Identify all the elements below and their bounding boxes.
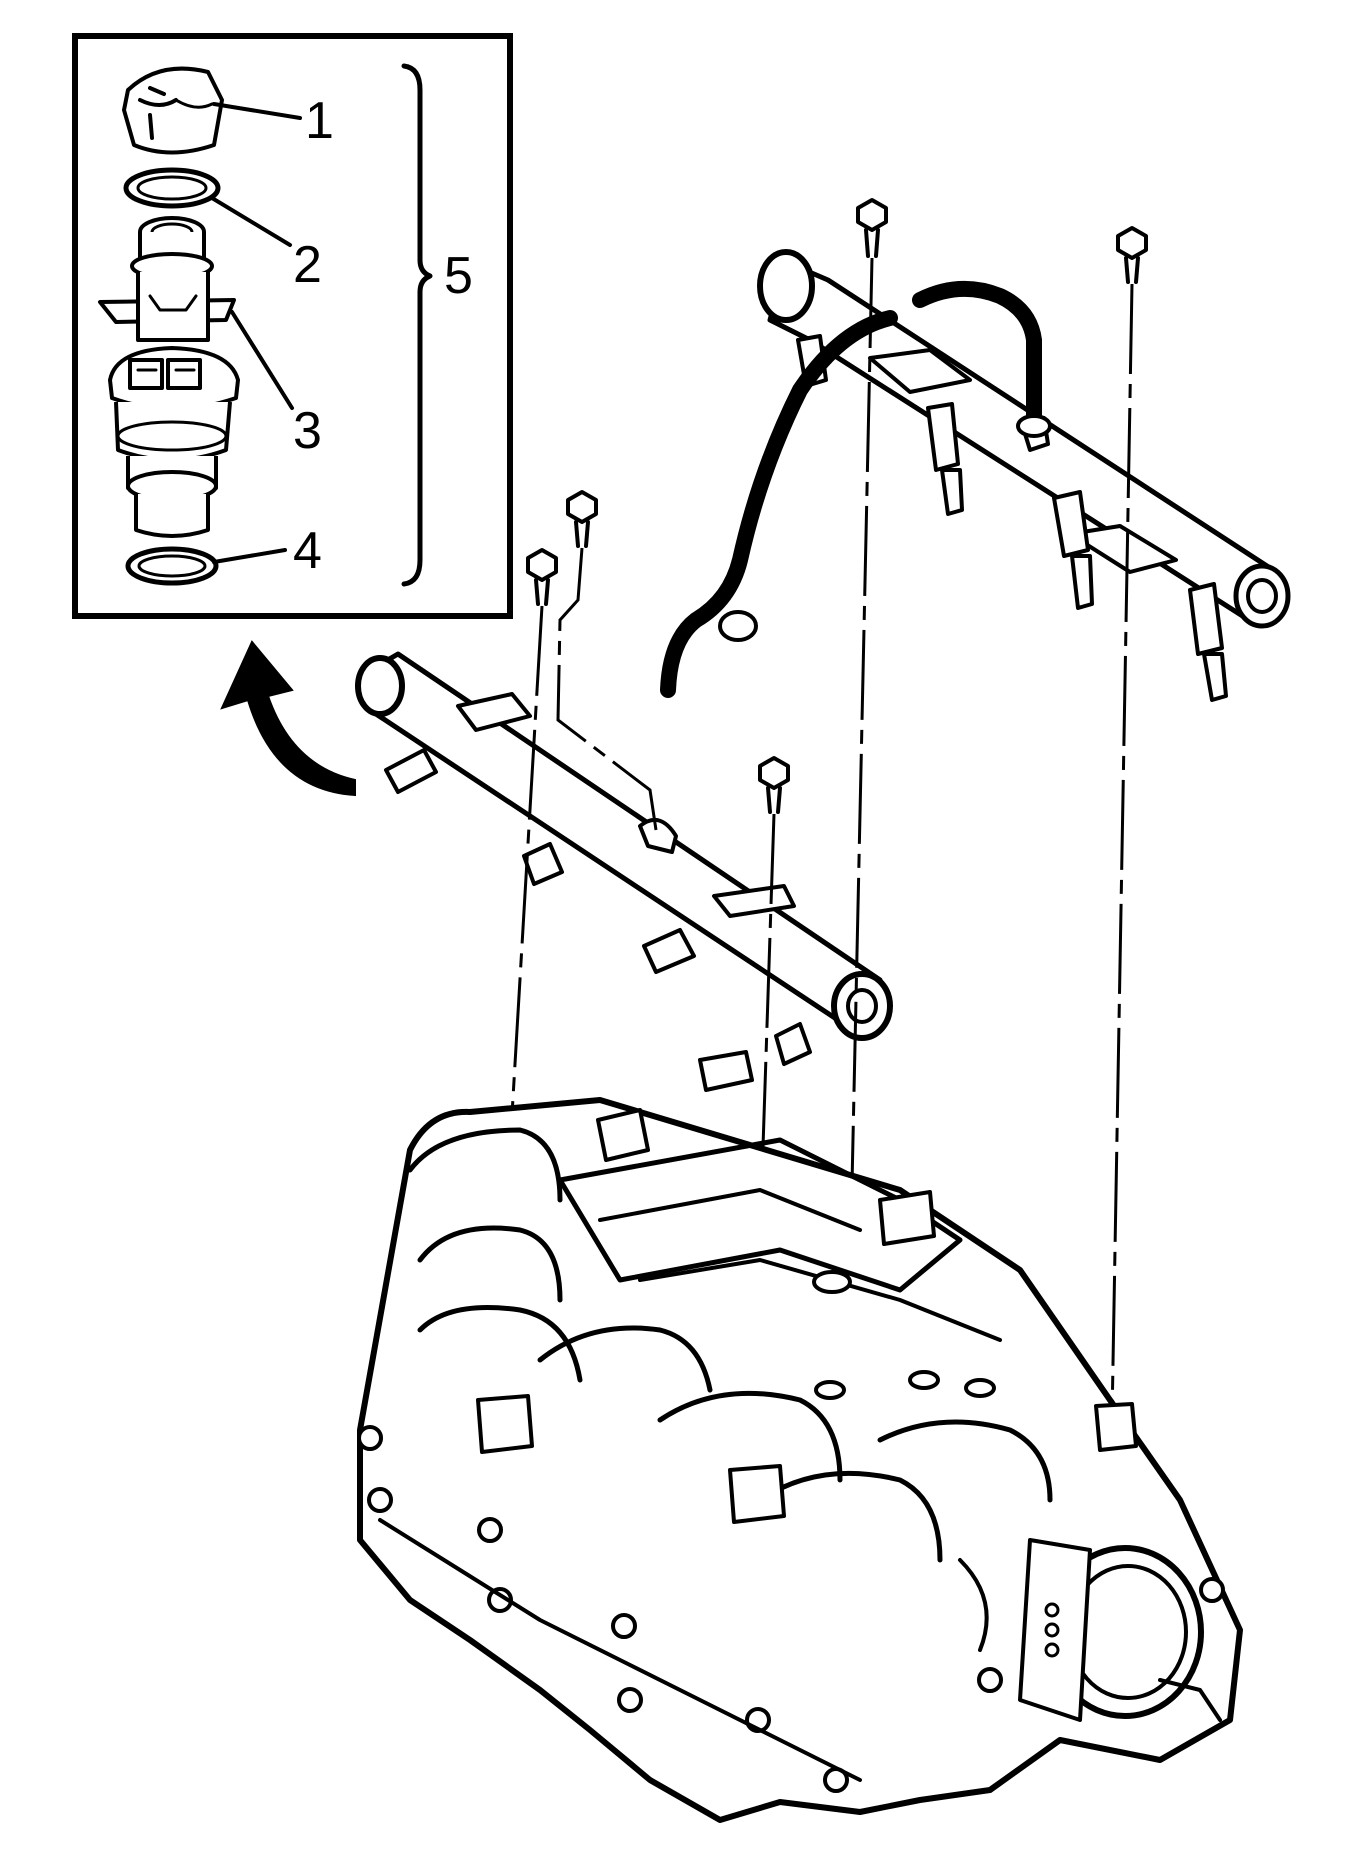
bolt [758, 756, 790, 814]
curved-arrow-icon [220, 640, 356, 797]
right-fuel-rail [757, 249, 1291, 702]
callout-3: 3 [293, 402, 322, 460]
left-fuel-rail [355, 651, 893, 1066]
retainer-clip [122, 66, 224, 155]
intake-manifold [357, 1050, 1243, 1823]
leader-2 [210, 196, 292, 247]
bolt [856, 198, 888, 258]
bolt [566, 490, 598, 548]
callout-2: 2 [293, 236, 322, 294]
bolts [526, 198, 1148, 814]
fuel-feed-pipe [660, 280, 1052, 698]
leader-3 [230, 310, 294, 410]
callout-5: 5 [444, 247, 473, 305]
bracket-5 [401, 63, 433, 587]
upper-o-ring [123, 167, 221, 209]
callout-4: 4 [293, 522, 322, 580]
fuel-injector [98, 216, 240, 538]
bolt [1116, 226, 1148, 284]
injector-detail-inset: 1 2 3 4 5 [72, 33, 513, 619]
lower-o-ring [125, 546, 219, 586]
leader-4 [212, 548, 287, 564]
bolt [526, 548, 558, 606]
callout-1: 1 [305, 92, 334, 150]
leader-1 [212, 102, 302, 120]
